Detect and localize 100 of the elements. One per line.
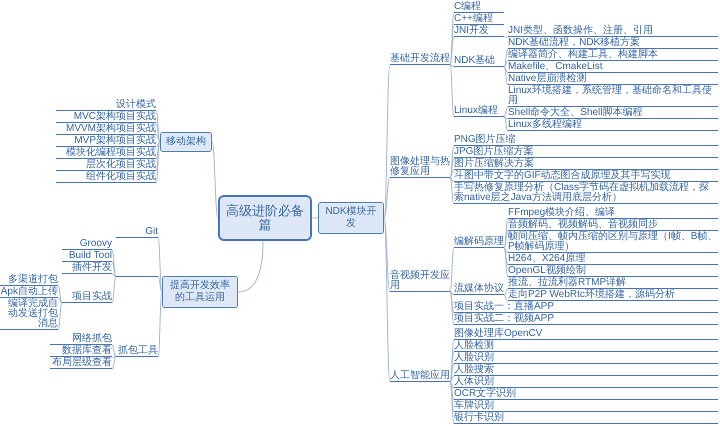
topic-label: JNI开发 <box>454 26 504 37</box>
topic-label: H264、X264原理 <box>508 254 718 265</box>
connector-line <box>450 382 454 424</box>
topic-label: 人脸搜索 <box>454 365 718 376</box>
topic-label: 人工智能应用 <box>390 371 450 382</box>
topic-label: 网络抓包 <box>50 334 112 345</box>
connector-line <box>450 170 454 178</box>
topic-label: 流媒体协议 <box>454 284 504 295</box>
topic-label: Build Tool <box>62 251 112 262</box>
topic-label: 人脸识别 <box>454 353 718 364</box>
topic-label: Linux编程 <box>454 106 504 116</box>
connector-line <box>450 158 454 178</box>
connector-line <box>450 146 454 178</box>
connector-line <box>504 288 508 296</box>
topic-label: Makefile、CmakeList <box>508 62 718 73</box>
connector-line <box>58 298 62 304</box>
connector-line <box>158 276 162 292</box>
topic-label: 抓包工具 <box>116 346 158 357</box>
connector-line <box>58 286 62 304</box>
topic-label: Groovy <box>62 239 112 250</box>
topic-label: 编解码原理 <box>454 237 504 248</box>
topic-label: MVVM架构项目实战 <box>56 124 156 135</box>
topic-label: Linux多线程编程 <box>508 120 718 131</box>
connector-line <box>504 294 508 302</box>
connector-line <box>450 177 454 182</box>
connector-line <box>312 217 318 218</box>
topic-label: Git <box>116 227 158 238</box>
connector-line <box>156 122 160 142</box>
connector-line <box>504 248 508 266</box>
topic-label: NDK基础流程，NDK移植方案 <box>508 38 718 49</box>
connector-line <box>450 291 454 296</box>
connector-line <box>112 344 116 358</box>
connector-line <box>450 291 454 326</box>
topic-label: C++编程 <box>454 14 504 25</box>
connector-line <box>450 340 454 382</box>
connector-line <box>450 177 454 204</box>
topic-label: 推流、拉流利器RTMP详解 <box>508 278 718 289</box>
topic-label: 手写热修复原理分析（Class字节码在虚拟机加载流程，探索native层之Java方法调用底层分析） <box>454 183 718 204</box>
connector-line <box>504 48 508 68</box>
central-topic-box: 高级进阶必备篇 <box>218 194 312 241</box>
connector-line <box>158 292 162 358</box>
connector-line <box>450 382 454 400</box>
connector-line <box>504 248 508 278</box>
connector-line <box>450 291 454 314</box>
topic-label: 斗图中带文字的GIF动态图合成原理及其手写实现 <box>454 171 718 182</box>
topic-label: 设计模式 <box>56 100 156 111</box>
topic-label: 走向P2P WebRtc环境搭建，源码分析 <box>508 290 718 301</box>
connector-line <box>450 12 454 66</box>
topic-label: 项目实战一：直播APP <box>454 302 718 313</box>
connector-line <box>450 36 454 66</box>
topic-label: JPG图片压缩方案 <box>454 147 718 158</box>
topic-label: C编程 <box>454 2 504 13</box>
topic-box: 移动架构 <box>160 132 212 152</box>
topic-label: MVP架构项目实战 <box>56 136 156 147</box>
connector-line <box>112 276 116 304</box>
connector-line <box>450 382 454 412</box>
topic-label: OCR文字识别 <box>454 389 718 400</box>
connector-line <box>112 356 116 358</box>
connector-line <box>504 60 508 68</box>
connector-line <box>450 376 454 382</box>
connector-line <box>384 217 390 292</box>
topic-label: 组件化项目实战 <box>56 172 156 183</box>
topic-label: MVC架构项目实战 <box>56 112 156 123</box>
connector-line <box>238 240 264 292</box>
connector-line <box>504 230 508 248</box>
topic-label: 项目实战二：视频APP <box>454 314 718 325</box>
connector-line <box>504 116 508 120</box>
topic-label: 基础开发流程 <box>390 54 450 65</box>
topic-label: 插件开发 <box>62 263 112 274</box>
connector-line <box>158 238 162 292</box>
topic-label: NDK基础 <box>454 56 504 67</box>
connector-line <box>112 274 116 277</box>
topic-label: 音视频开发应用 <box>390 270 450 292</box>
topic-label: OpenGL视频绘制 <box>508 266 718 277</box>
topic-label: 人体识别 <box>454 377 718 388</box>
topic-box: NDK模块开发 <box>318 202 384 234</box>
topic-label: 数据库查看 <box>50 346 112 357</box>
topic-label: PNG图片压缩 <box>454 135 718 146</box>
topic-label: Native层崩溃检测 <box>508 74 718 85</box>
connector-line <box>504 116 508 132</box>
topic-label: 模块化编程项目实战 <box>56 148 156 159</box>
connector-line <box>504 248 508 254</box>
topic-label: Linux环境搭建，系统管理，基础命名和工具使用 <box>508 86 718 107</box>
topic-box: 提高开发效率的工具运用 <box>162 276 238 308</box>
connector-line <box>450 382 454 388</box>
connector-line <box>504 36 508 38</box>
topic-label: 图像处理库OpenCV <box>454 329 718 340</box>
connector-line <box>58 302 62 330</box>
connector-line <box>384 64 390 218</box>
topic-label: 车牌识别 <box>454 401 718 412</box>
topic-label: JNI类型、函数操作、注册、引用 <box>508 26 718 37</box>
topic-label: Shell命令大全、Shell脚本编程 <box>508 108 718 119</box>
connector-line <box>112 356 116 370</box>
topic-label: 项目实战 <box>62 292 112 303</box>
connector-line <box>504 106 508 117</box>
topic-label: Apk自动上传 <box>0 287 58 298</box>
topic-label: 编译器简介、构建工具、构建脚本 <box>508 50 718 61</box>
connector-line <box>504 66 508 74</box>
topic-label: 人脸检测 <box>454 341 718 352</box>
topic-label: 层次化项目实战 <box>56 160 156 171</box>
